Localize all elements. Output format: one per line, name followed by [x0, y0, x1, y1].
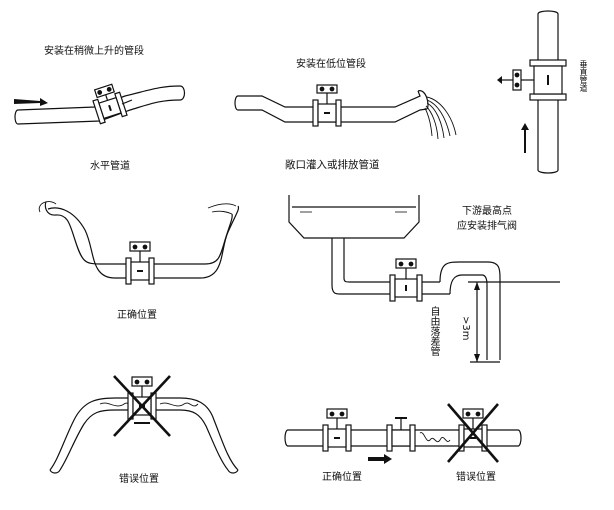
label-horizontal-pipe: 水平管道 — [90, 161, 130, 172]
label-downstream-high-2: 应安装排气阀 — [457, 221, 517, 232]
flowmeter-5 — [389, 258, 423, 302]
u-pipe-inner — [55, 213, 233, 265]
flowmeter-2 — [312, 84, 342, 127]
valve — [386, 417, 416, 452]
label-wrong-left: 错误位置 — [119, 474, 159, 485]
tank-freefall-scene — [288, 195, 560, 363]
u-shape-correct-scene — [38, 201, 240, 285]
label-free-fall: 自由落差管 — [428, 306, 439, 356]
label-low-section: 安装在低位管段 — [296, 59, 366, 70]
inverted-u-wrong-scene — [49, 375, 239, 474]
horizontal-line-scene — [284, 403, 522, 464]
air-pocket-right — [159, 402, 199, 407]
inv-u-inner — [59, 409, 229, 471]
label-downstream-high-1: 下游最高点 — [462, 206, 512, 217]
flowmeter-7a — [322, 408, 352, 452]
vertical-pipe-scene — [497, 10, 567, 174]
flowmeter-1 — [92, 83, 128, 125]
low-section-scene — [234, 84, 457, 140]
rising-pipe-scene — [14, 83, 186, 125]
label-wrong-right: 错误位置 — [456, 472, 496, 483]
label-correct-top: 正确位置 — [117, 310, 157, 321]
label-vertical-pipe: 垂直管道 — [579, 60, 588, 92]
u-pipe-outer — [47, 205, 240, 279]
flow-arrow-up — [521, 123, 529, 153]
outlet-pipe — [331, 238, 450, 295]
label-correct-bottom: 正确位置 — [322, 472, 362, 483]
discharge-stream — [424, 96, 457, 140]
pipe-spiral — [419, 432, 451, 443]
label-open-discharge: 敞口灌入或排放管道 — [285, 159, 380, 171]
flow-arrow-bottom — [368, 454, 392, 464]
flowmeter-4 — [125, 241, 155, 285]
rising-pipe — [17, 85, 186, 125]
label-slightly-rising: 安装在稍微上升的管段 — [44, 46, 144, 57]
flowmeter-7b — [458, 408, 488, 452]
tank — [288, 195, 420, 239]
wrong-x-mark-right — [447, 403, 499, 463]
flow-arrow-1 — [14, 98, 48, 106]
wrong-x-mark-left — [113, 375, 171, 437]
label-height: >3m — [460, 316, 471, 341]
